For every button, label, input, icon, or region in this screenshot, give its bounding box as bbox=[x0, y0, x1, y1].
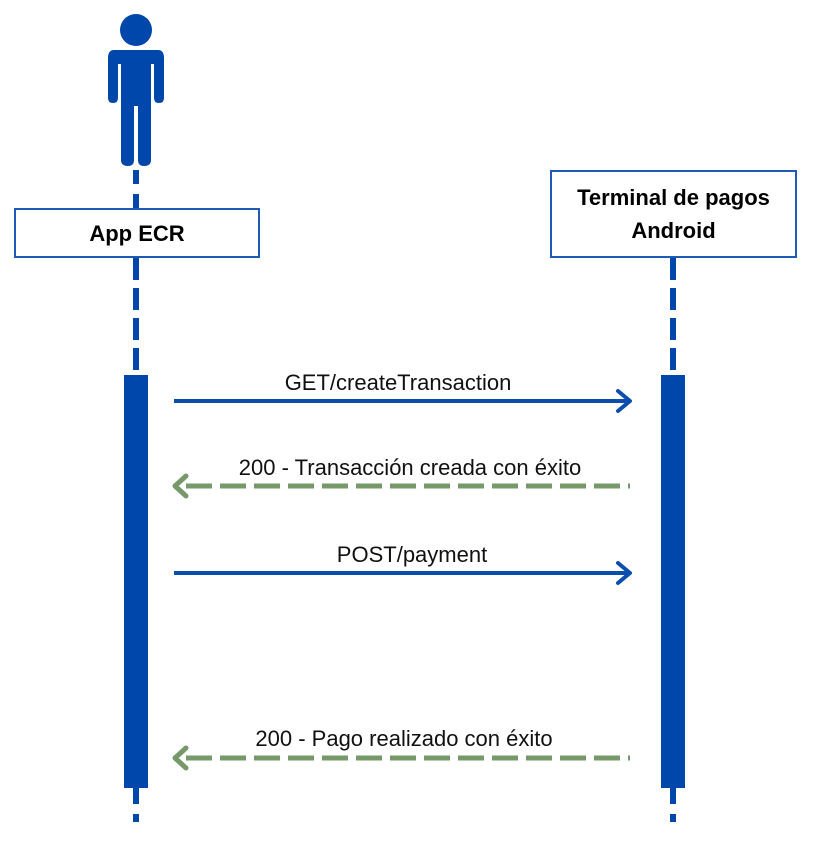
message-arrow-transaction-created bbox=[172, 473, 630, 499]
person-icon bbox=[108, 14, 164, 166]
participant-label-line2: Android bbox=[631, 218, 716, 243]
message-label: 200 - Transacción creada con éxito bbox=[238, 455, 582, 480]
activation-bar-app-ecr bbox=[124, 375, 148, 788]
activation-bar-terminal bbox=[661, 375, 685, 788]
participant-label: App ECR bbox=[89, 220, 185, 246]
message-arrow-get-create-transaction bbox=[174, 389, 632, 413]
participant-app-ecr: App ECR bbox=[14, 208, 260, 258]
message-label: 200 - Pago realizado con éxito bbox=[255, 726, 553, 751]
message-arrow-post-payment bbox=[174, 561, 632, 585]
message-label: POST/payment bbox=[336, 542, 488, 567]
participant-terminal: Terminal de pagos Android bbox=[550, 170, 797, 258]
message-label: GET/createTransaction bbox=[284, 370, 512, 395]
participant-label-line1: Terminal de pagos bbox=[577, 185, 770, 210]
message-arrow-payment-done bbox=[172, 745, 630, 771]
